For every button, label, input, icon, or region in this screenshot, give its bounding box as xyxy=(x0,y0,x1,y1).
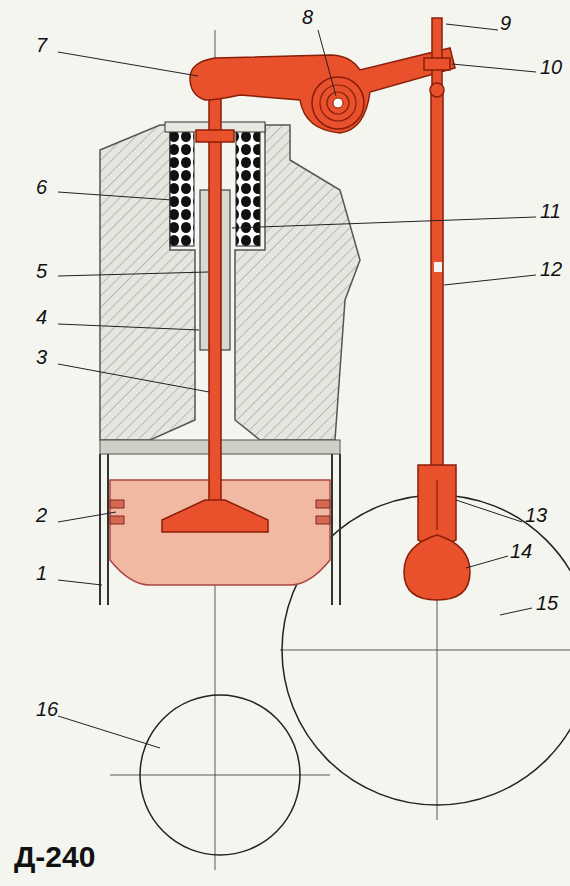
rocker-arm xyxy=(190,48,455,133)
callout-number: 3 xyxy=(36,346,47,368)
leader-lines xyxy=(58,24,536,748)
callout-number: 15 xyxy=(536,592,558,614)
callout-number: 4 xyxy=(36,306,47,328)
callout-number: 11 xyxy=(540,200,561,222)
callout-number: 10 xyxy=(540,56,562,78)
callout-number: 9 xyxy=(500,12,511,34)
callout-number: 2 xyxy=(36,504,47,526)
callout-number: 13 xyxy=(525,504,547,526)
callout-number: 14 xyxy=(510,540,532,562)
callout-number: 8 xyxy=(302,6,313,28)
crankshaft-gear xyxy=(140,695,300,855)
push-rod xyxy=(431,88,443,468)
callout-number: 12 xyxy=(540,258,562,280)
callout-number: 7 xyxy=(36,34,47,56)
callout-number: 6 xyxy=(36,176,47,198)
engine-model: Д-240 xyxy=(14,840,95,874)
cam xyxy=(404,535,470,600)
cylinder-head xyxy=(100,125,195,440)
valve-head xyxy=(162,500,268,532)
valve-spring xyxy=(170,130,194,246)
callout-number: 1 xyxy=(36,562,47,584)
tappet xyxy=(418,465,456,545)
callout-number: 16 xyxy=(36,698,58,720)
callout-number: 5 xyxy=(36,260,47,282)
